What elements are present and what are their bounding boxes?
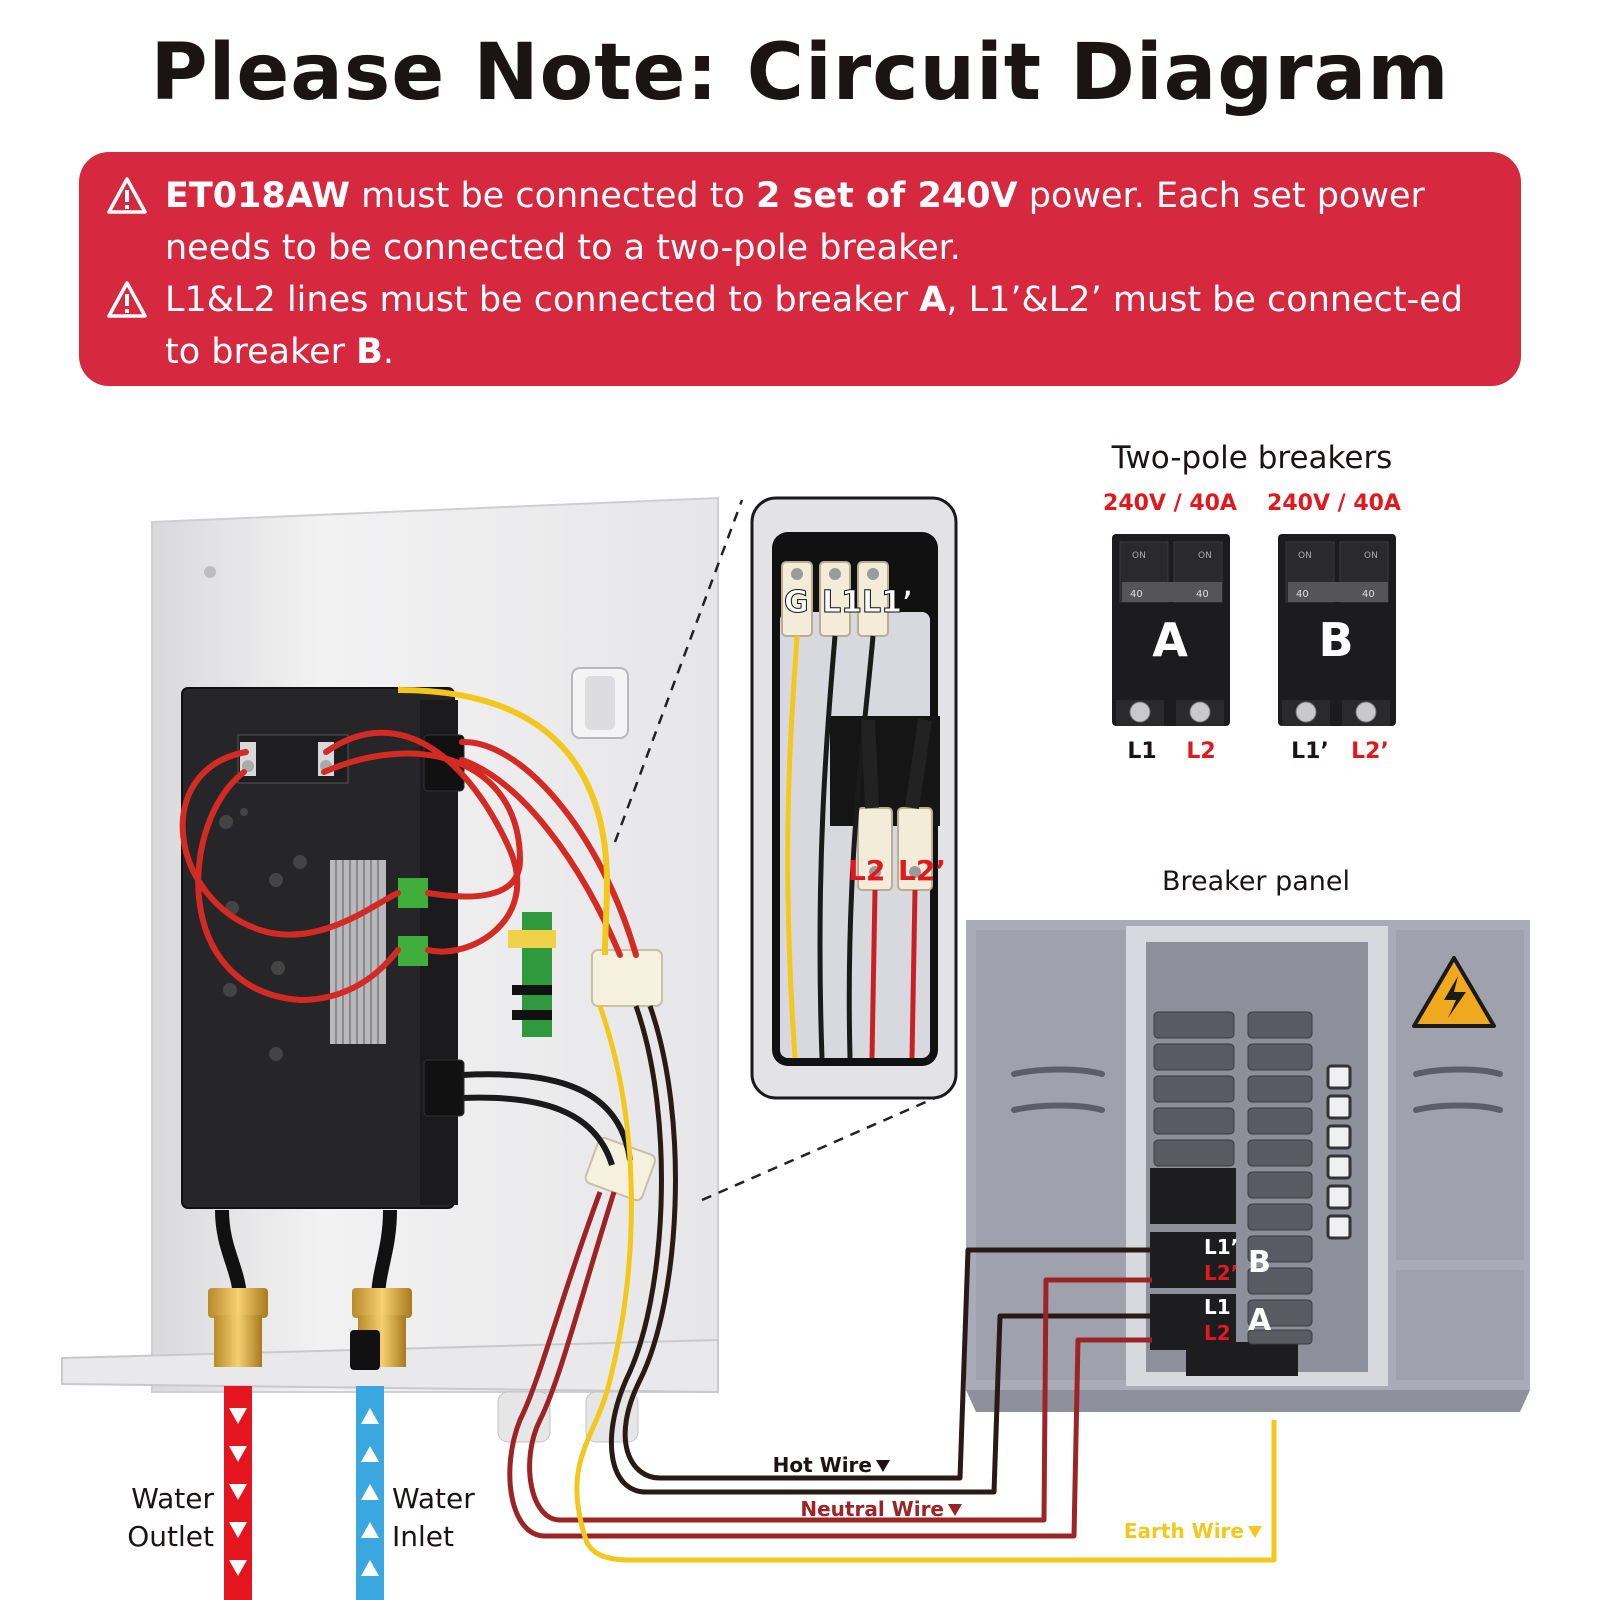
hot-wire-label: Hot Wire — [773, 1453, 872, 1477]
neutral-wire-arrow-icon — [948, 1504, 962, 1516]
panel-label-a: A — [1248, 1303, 1272, 1338]
warning-icon — [107, 281, 147, 318]
breaker-a-right-terminal: L2 — [1186, 739, 1215, 764]
svg-text:40: 40 — [1362, 589, 1375, 600]
water-outlet-label-2: Outlet — [127, 1520, 214, 1553]
earth-wire — [574, 1005, 1277, 1563]
panel-label-b-l1: L1’ — [1204, 1235, 1238, 1259]
hot-wire-2 — [608, 1005, 1152, 1495]
warning-notice: ET018AW must be connected to 2 set of 24… — [79, 152, 1521, 386]
note-1: ET018AW must be connected to 2 set of 24… — [107, 170, 1481, 274]
earth-wire-label: Earth Wire — [1124, 1519, 1244, 1543]
two-pole-breakers: Two-pole breakers 240V / 40A ON ON 40 40… — [1103, 440, 1401, 764]
terminal-label-l1-prime: L1’ — [862, 585, 913, 620]
svg-text:40: 40 — [1296, 589, 1309, 600]
panel-label-b-l2: L2’ — [1204, 1261, 1238, 1285]
neutral-wire-label: Neutral Wire — [800, 1497, 944, 1521]
svg-text:40: 40 — [1196, 589, 1209, 600]
breakers-heading: Two-pole breakers — [1111, 440, 1393, 476]
note-2-text: L1&L2 lines must be connected to breaker… — [165, 280, 1463, 372]
breaker-b-right-terminal: L2’ — [1351, 739, 1389, 764]
water-outlet-label-1: Water — [131, 1482, 214, 1515]
external-wiring — [507, 1005, 1277, 1563]
water-inlet-label-1: Water — [392, 1482, 475, 1515]
svg-text:ON: ON — [1298, 551, 1312, 561]
neutral-wire-2 — [507, 1191, 1152, 1539]
terminal-label-l1: L1 — [822, 585, 862, 620]
water-outlet-pipe — [224, 1386, 252, 1600]
earth-wire-arrow-icon — [1248, 1526, 1262, 1538]
breaker-b-left-terminal: L1’ — [1291, 739, 1329, 764]
breaker-a-rating: 240V / 40A — [1103, 491, 1237, 516]
note-2: L1&L2 lines must be connected to breaker… — [107, 274, 1481, 378]
warning-icon — [107, 177, 147, 214]
note-1-text: ET018AW must be connected to 2 set of 24… — [165, 176, 1425, 268]
terminal-label-l2: L2 — [848, 854, 885, 887]
panel-label-a-l1: L1 — [1204, 1295, 1231, 1319]
zoom-line-top — [613, 499, 744, 843]
panel-label-b: B — [1248, 1245, 1271, 1280]
water-inlet-label-2: Inlet — [392, 1520, 454, 1553]
page-title: Please Note: Circuit Diagram — [150, 28, 1450, 118]
breaker-b-letter: B — [1318, 613, 1353, 667]
panel-label-a-l2: L2 — [1204, 1321, 1231, 1345]
svg-text:40: 40 — [1130, 589, 1143, 600]
water-inlet-pipe — [356, 1386, 384, 1600]
terminal-label-g: G — [784, 585, 809, 620]
hot-wire — [622, 1005, 1152, 1481]
svg-text:ON: ON — [1132, 551, 1146, 561]
breaker-b: 240V / 40A ON ON 40 40 B L1’ L2’ — [1267, 491, 1401, 764]
breaker-a-letter: A — [1152, 613, 1188, 667]
zoom-line-bottom — [701, 1096, 936, 1202]
svg-text:ON: ON — [1364, 551, 1378, 561]
breaker-panel: Breaker panel — [966, 866, 1530, 1412]
water-heater-unit — [61, 496, 719, 1443]
terminal-zoom-inset: G L1 L1’ L2 L2’ — [750, 496, 958, 1100]
breaker-a: 240V / 40A ON ON 40 40 A L1 L2 — [1103, 491, 1237, 764]
terminal-label-l2-prime: L2’ — [898, 854, 946, 887]
breaker-b-rating: 240V / 40A — [1267, 491, 1401, 516]
svg-text:ON: ON — [1198, 551, 1212, 561]
neutral-wire — [527, 1191, 1152, 1523]
breaker-a-left-terminal: L1 — [1127, 739, 1156, 764]
breaker-panel-heading: Breaker panel — [1162, 866, 1350, 897]
hot-wire-arrow-icon — [876, 1460, 890, 1472]
